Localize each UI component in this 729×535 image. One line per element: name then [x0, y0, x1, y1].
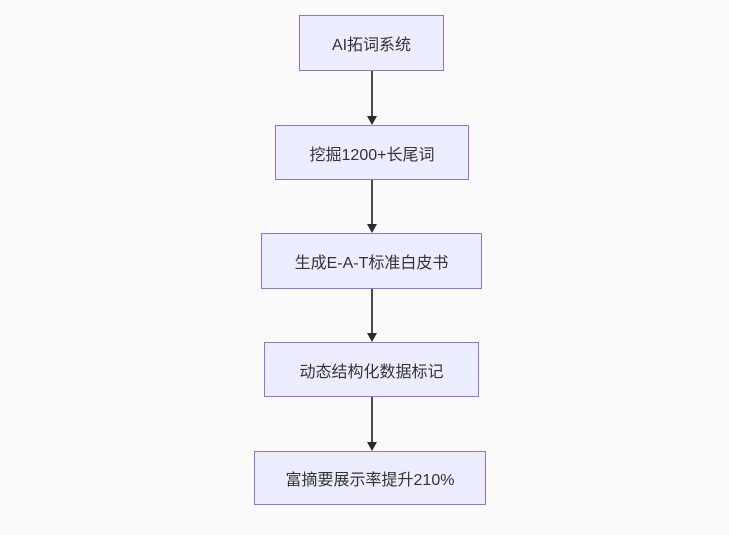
- flow-arrow-1: [366, 71, 377, 125]
- flow-arrow-3: [366, 289, 377, 342]
- arrow-down-icon: [366, 224, 377, 233]
- node-label: 富摘要展示率提升210%: [285, 472, 455, 489]
- flow-arrow-2: [366, 180, 377, 233]
- arrow-line: [370, 289, 373, 333]
- arrow-line: [370, 71, 373, 116]
- flowchart-node-rich-snippet-result: 富摘要展示率提升210%: [254, 451, 486, 505]
- node-label: 生成E-A-T标准白皮书: [294, 255, 449, 272]
- arrow-down-icon: [366, 442, 377, 451]
- flowchart-node-eat-whitepaper: 生成E-A-T标准白皮书: [261, 233, 482, 289]
- arrow-line: [370, 180, 373, 224]
- node-label: AI拓词系统: [331, 37, 412, 54]
- flowchart-node-ai-word-expansion: AI拓词系统: [299, 15, 444, 71]
- arrow-down-icon: [366, 116, 377, 125]
- node-label: 挖掘1200+长尾词: [309, 146, 435, 164]
- node-label: 动态结构化数据标记: [299, 363, 444, 381]
- arrow-line: [370, 397, 373, 442]
- flow-arrow-4: [366, 397, 377, 451]
- flowchart-node-longtail-mining: 挖掘1200+长尾词: [275, 125, 469, 180]
- arrow-down-icon: [366, 333, 377, 342]
- flowchart-node-structured-data-markup: 动态结构化数据标记: [264, 342, 479, 397]
